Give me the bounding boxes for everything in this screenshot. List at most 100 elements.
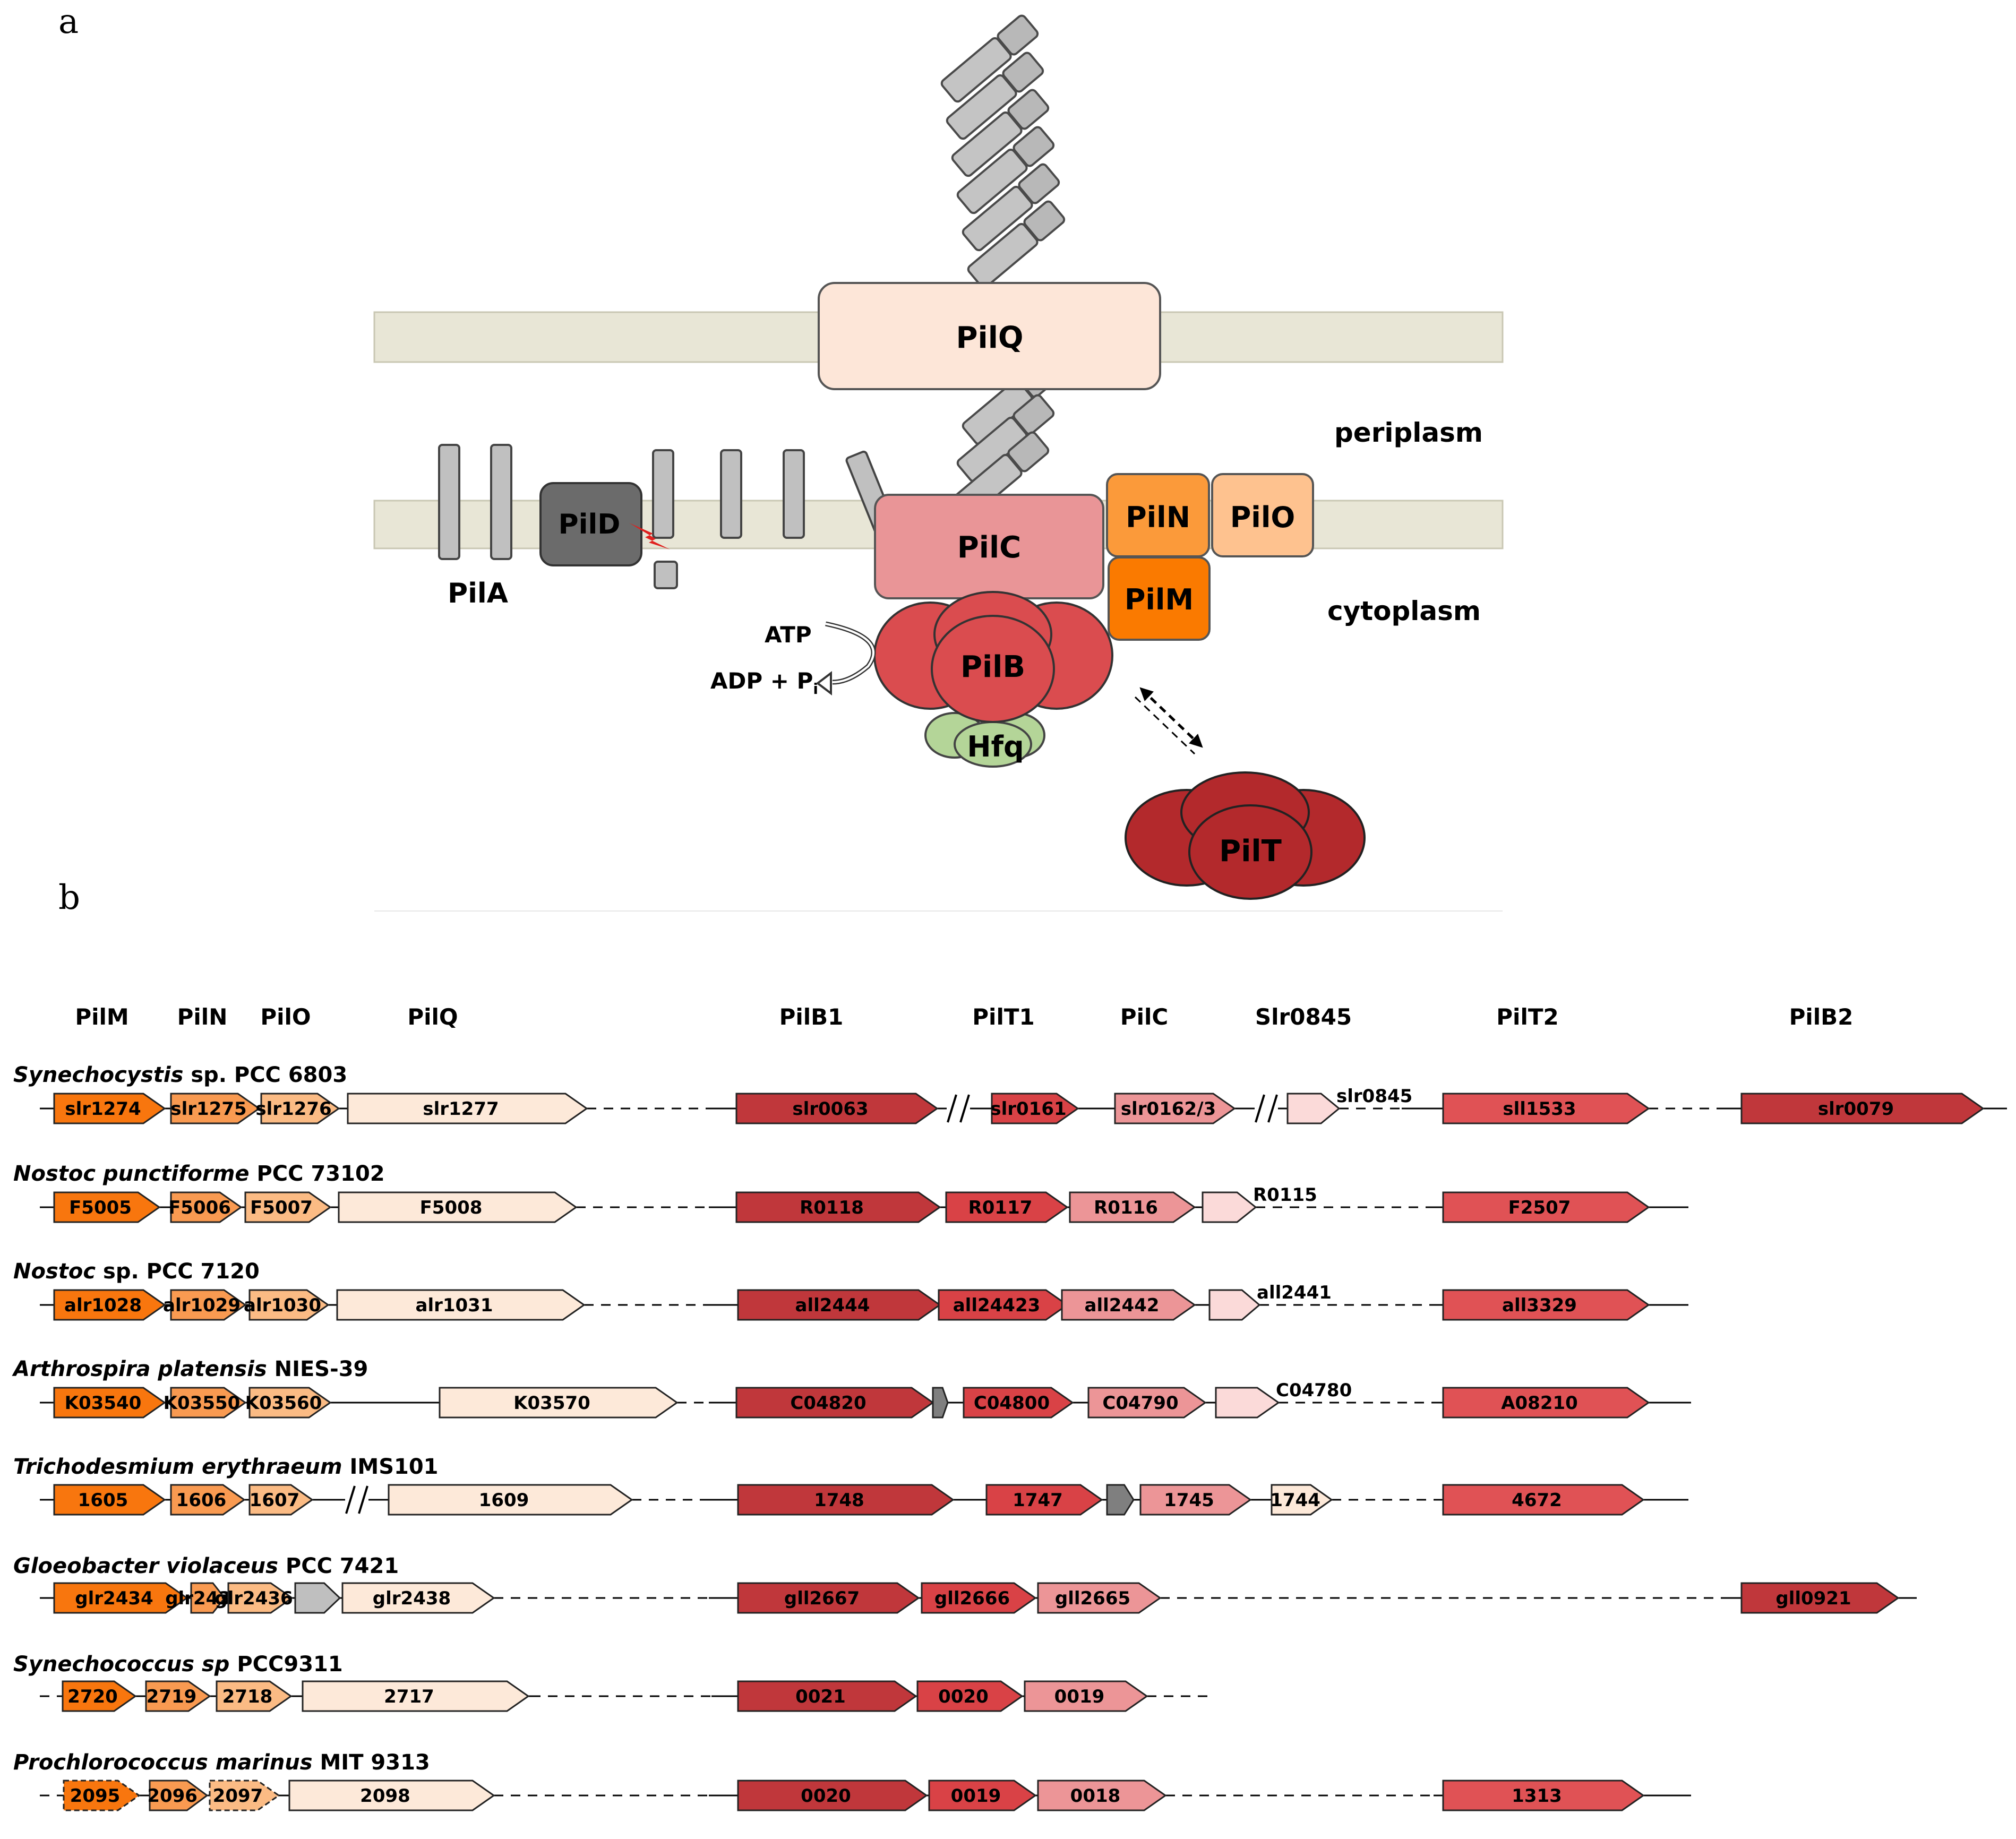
gene-arrow: [248, 1387, 332, 1419]
column-header: PilT1: [972, 1004, 1034, 1030]
organism-name: Trichodesmium erythraeum IMS101: [13, 1455, 439, 1479]
gene-label: glr2438: [373, 1588, 451, 1609]
gene-label: C04820: [790, 1393, 866, 1414]
gene-arrow: [991, 1093, 1079, 1124]
gene-arrow: [338, 1191, 578, 1223]
gene-label: 1744: [1270, 1490, 1320, 1511]
gene-arrow: [1106, 1484, 1135, 1516]
gene-label: 1745: [1164, 1490, 1214, 1511]
pilt-label: PilT: [1219, 834, 1282, 869]
gene-arrow: [53, 1093, 166, 1124]
gene-label: 0020: [801, 1785, 851, 1807]
gene-arrow: [248, 1484, 314, 1516]
gene-arrow: [294, 1582, 341, 1614]
pilc-protein: PilC: [874, 494, 1104, 599]
pild-label: PilD: [559, 509, 621, 540]
gene-arrow: [53, 1484, 166, 1516]
atp-label: ATP: [765, 622, 812, 648]
gene-arrow: [1740, 1582, 1900, 1614]
cytoplasm-label: cytoplasm: [1327, 596, 1481, 626]
gene-arrow: [985, 1484, 1103, 1516]
gene-label: all2441: [1257, 1282, 1332, 1303]
gene-label: K03570: [513, 1393, 590, 1414]
column-header: PilM: [75, 1004, 128, 1030]
column-header: PilB2: [1789, 1004, 1854, 1030]
periplasm-label: periplasm: [1334, 417, 1483, 448]
panel-a-letter: a: [58, 2, 79, 41]
gene-label: C04800: [974, 1393, 1050, 1414]
gene-label: glr2434: [75, 1588, 153, 1609]
gene-label: 2098: [360, 1785, 410, 1807]
gene-label: F5007: [250, 1197, 313, 1218]
gene-arrow: [347, 1093, 588, 1124]
piln-label: PilN: [1126, 501, 1190, 534]
gene-arrow: [302, 1680, 530, 1712]
gene-arrow: [1037, 1780, 1167, 1811]
gene-arrow: [945, 1191, 1069, 1223]
gene-label: slr1276: [255, 1098, 331, 1120]
piln-protein: PilN: [1106, 473, 1210, 557]
column-header: PilQ: [407, 1004, 458, 1030]
gene-arrow: [1069, 1191, 1196, 1223]
gene-arrow: [336, 1289, 586, 1321]
gene-label: C04780: [1276, 1380, 1352, 1401]
gene-arrow: [1024, 1680, 1148, 1712]
gene-arrow: [227, 1582, 294, 1614]
gene-arrow: [1442, 1289, 1650, 1321]
gene-arrow: [1114, 1093, 1236, 1124]
gene-label: glr2436: [215, 1588, 293, 1609]
gene-arrow: [1286, 1093, 1341, 1124]
pilq-label: PilQ: [956, 321, 1023, 355]
gene-label: 1313: [1512, 1785, 1562, 1807]
gene-arrow: [53, 1582, 188, 1614]
gene-label: R0115: [1253, 1184, 1317, 1206]
gene-label: 1607: [250, 1490, 300, 1511]
organism-name: Nostoc sp. PCC 7120: [13, 1259, 260, 1284]
gene-arrow: [928, 1780, 1037, 1811]
pilb-label: PilB: [960, 650, 1025, 684]
gene-label: 1606: [176, 1490, 227, 1511]
gene-arrow: [53, 1191, 161, 1223]
gene-arrow: [1061, 1289, 1196, 1321]
gene-label: slr0079: [1818, 1098, 1894, 1120]
gene-label: slr1275: [170, 1098, 246, 1120]
gene-arrow: [1087, 1387, 1207, 1419]
gene-arrow: [248, 1289, 330, 1321]
gene-arrow: [288, 1780, 495, 1811]
gene-label: 2718: [222, 1686, 273, 1707]
gene-arrow: [963, 1387, 1074, 1419]
pilt-hexamer: PilT: [1125, 771, 1366, 900]
atp-hydrolysis: ATP ADP + Pi: [710, 621, 876, 698]
gene-label: 0019: [1054, 1686, 1105, 1707]
gene-arrow: [735, 1387, 934, 1419]
gene-label: K03560: [245, 1393, 322, 1414]
gene-arrow: [62, 1680, 137, 1712]
gene-label: 2097: [213, 1785, 263, 1807]
pilus-fiber: [939, 13, 1067, 521]
gene-label: 1747: [1013, 1490, 1063, 1511]
gene-arrow: [439, 1387, 679, 1419]
gene-label: F5005: [69, 1197, 132, 1218]
column-header: PilO: [260, 1004, 311, 1030]
pila-label: PilA: [448, 578, 508, 609]
organism-name: Arthrospira platensis NIES-39: [12, 1357, 368, 1381]
gene-arrow: [737, 1582, 920, 1614]
gene-label: 2717: [384, 1686, 434, 1707]
gene-arrow: [53, 1289, 166, 1321]
gene-arrow: [921, 1582, 1037, 1614]
gene-label: slr0162/3: [1121, 1098, 1216, 1120]
pilm-protein: PilM: [1108, 556, 1211, 641]
gene-arrow: [932, 1387, 949, 1419]
gene-label: 0021: [795, 1686, 846, 1707]
gene-arrow: [916, 1680, 1024, 1712]
gene-arrow: [1139, 1484, 1252, 1516]
gene-label: gll2666: [934, 1588, 1010, 1609]
